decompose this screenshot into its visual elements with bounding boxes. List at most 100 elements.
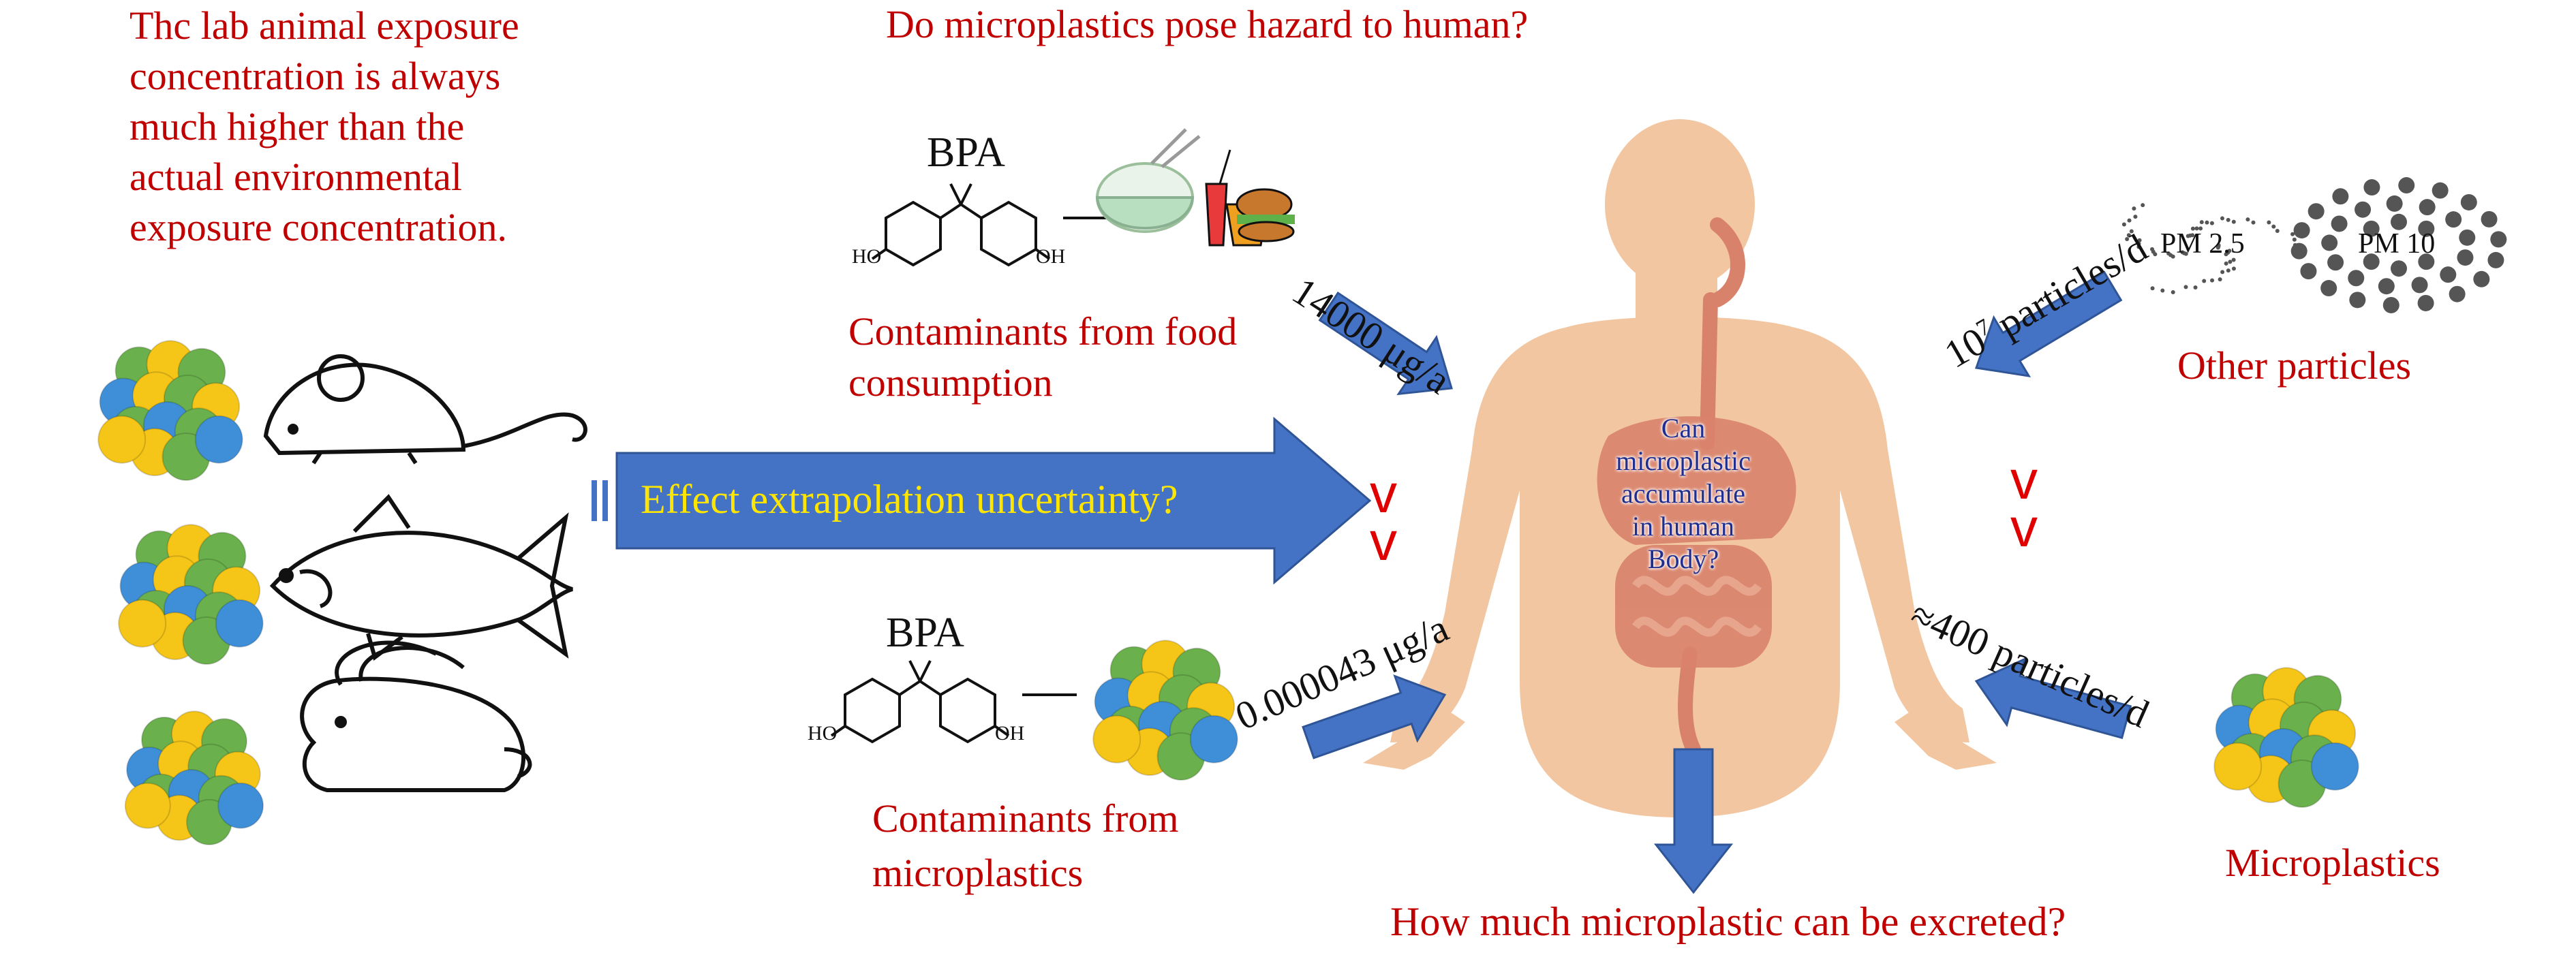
microplastic-contam-intake-arrow xyxy=(1302,674,1447,760)
bpa-label-microplastic: BPA xyxy=(886,610,964,656)
pm10-dot xyxy=(2487,251,2504,268)
pm10-label: PM 10 xyxy=(2358,228,2436,260)
pm25-dot xyxy=(2136,245,2141,249)
lab-note-line-2: concentration is always xyxy=(129,54,501,98)
pm10-dot xyxy=(2321,234,2338,251)
effect-extrapolation-arrow xyxy=(615,416,1372,585)
fish-outline xyxy=(269,494,573,661)
pm25-dot xyxy=(2171,290,2175,295)
pm10-dot xyxy=(2331,215,2348,232)
excretion-arrow xyxy=(1653,748,1734,894)
pm25-dot xyxy=(2226,217,2230,222)
pm25-dot xyxy=(2150,247,2155,251)
body-question-line-3: accumulate xyxy=(1621,478,1746,509)
pm25-dot xyxy=(2129,229,2134,234)
pm25-dot xyxy=(2218,277,2222,282)
bpa-oh-microplastic: OH xyxy=(995,722,1025,745)
bead-cluster-mouse xyxy=(97,340,243,481)
bead xyxy=(124,782,171,829)
pm25-dot xyxy=(2209,221,2214,225)
pm25-dot xyxy=(2127,218,2132,223)
pm10-dot xyxy=(2320,280,2337,297)
lab-note-line-1: Thc lab animal exposure xyxy=(129,3,519,48)
bead-clusters xyxy=(97,340,2359,845)
pm25-dot xyxy=(2226,268,2230,273)
lab-note-line-5: exposure concentration. xyxy=(129,205,508,249)
bead xyxy=(215,599,264,648)
lab-note-line-4: actual environmental xyxy=(129,155,462,199)
pm25-dot xyxy=(2220,270,2225,275)
other-particles-intake-arrow xyxy=(1974,270,2123,377)
body-question-line-2: microplastic xyxy=(1616,445,1751,476)
pm10-dot xyxy=(2348,270,2365,287)
pm10-dot xyxy=(2445,211,2462,228)
bpa-label-food: BPA xyxy=(927,129,1005,176)
microplastic-contam-caption-line-1: Contaminants from xyxy=(872,796,1179,841)
pm25-dot xyxy=(2220,216,2224,221)
pm25-dot xyxy=(2251,220,2256,225)
pm10-dot xyxy=(2332,188,2349,205)
pm10-dot xyxy=(2490,231,2507,248)
pm10-dot xyxy=(2398,177,2415,194)
compare-mark-right-2: v xyxy=(2010,497,2038,558)
pm25-dot xyxy=(2215,245,2220,250)
pm10-dot xyxy=(2378,278,2395,295)
microplastics-caption: Microplastics xyxy=(2225,841,2440,885)
rice-bowl-icon xyxy=(1095,128,1201,233)
pm25-label: PM 2.5 xyxy=(2160,228,2245,260)
arrows-layer xyxy=(592,270,2132,894)
pm10-dot xyxy=(2363,179,2380,196)
food-caption-line-1: Contaminants from food xyxy=(848,309,1238,354)
pm10-dot xyxy=(2293,222,2310,239)
bead xyxy=(1092,715,1141,764)
pm25-dot xyxy=(2180,250,2185,255)
pm25-dot xyxy=(2160,288,2165,293)
pm25-dot xyxy=(2166,251,2171,256)
pm10-dot xyxy=(2290,242,2307,260)
title-question: Do microplastics pose hazard to human? xyxy=(886,2,1529,46)
mouse-outline xyxy=(263,354,587,465)
bpa-ho-microplastic: HO xyxy=(808,722,838,745)
pm10-dot xyxy=(2363,253,2380,270)
pm25-dot xyxy=(2121,222,2126,227)
pm25-dot xyxy=(2292,237,2297,242)
pm10-dot xyxy=(2417,294,2434,311)
pm25-dot xyxy=(2224,261,2228,266)
pm10-dot xyxy=(2327,254,2344,271)
pm25-dot xyxy=(2137,238,2142,242)
compare-mark-left-1: v xyxy=(1370,463,1397,524)
pm10-dot xyxy=(2432,182,2449,199)
body-question-line-4: in human xyxy=(1632,511,1734,542)
pm25-dot xyxy=(2190,233,2195,238)
food-intake-arrow xyxy=(1318,291,1453,396)
pm10-dot xyxy=(2300,263,2317,280)
stomach-intestines xyxy=(1597,416,1796,668)
pm25-dot xyxy=(2193,285,2198,290)
pm10-dot xyxy=(2363,220,2380,237)
pm10-dot xyxy=(2457,249,2474,266)
bpa-molecule-microplastic xyxy=(830,660,1077,744)
body-question: Can microplastic accumulate in human Bod… xyxy=(1595,412,1772,576)
bead xyxy=(118,599,167,648)
effect-arrow-tick-2 xyxy=(602,480,608,521)
pm25-dot xyxy=(2202,279,2207,283)
pm10-dot xyxy=(2386,195,2403,212)
food-caption-line-2: consumption xyxy=(848,360,1053,405)
pm25-dot xyxy=(2136,241,2141,246)
pm25-dot xyxy=(2190,226,2195,231)
pm25-dot xyxy=(2205,220,2209,225)
pm25-dot xyxy=(2224,252,2228,257)
excretion-question: How much microplastic can be excreted? xyxy=(1390,899,2066,944)
compare-mark-right-1: v xyxy=(2010,450,2038,510)
pm25-dot xyxy=(2183,285,2188,289)
lab-note-line-3: much higher than the xyxy=(129,104,465,148)
pm25-dot xyxy=(2199,220,2204,225)
pm25-dot xyxy=(2231,219,2236,224)
pm25-dot xyxy=(2133,215,2138,219)
pm10-dot xyxy=(2382,296,2399,313)
bead xyxy=(217,782,264,829)
bead xyxy=(2310,742,2359,791)
bead-cluster-fish xyxy=(118,524,264,665)
pm25-dot xyxy=(2132,206,2136,211)
